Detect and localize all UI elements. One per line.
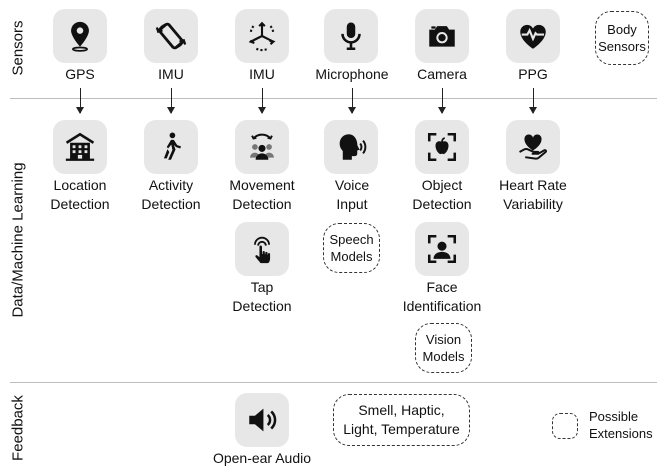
location-pin-icon bbox=[71, 21, 89, 52]
sensor-microphone-label: Microphone bbox=[315, 66, 389, 82]
ml-activity-label: Activity Detection bbox=[141, 177, 201, 212]
sensor-imu-label: IMU bbox=[158, 66, 184, 82]
sensor-ppg-label: PPG bbox=[518, 66, 548, 82]
tap-finger-icon bbox=[253, 236, 271, 264]
camera-icon bbox=[429, 26, 455, 47]
ml-object-tile bbox=[415, 120, 469, 174]
sensor-gps-label: GPS bbox=[65, 66, 95, 82]
ml-heart-label: Heart Rate Variability bbox=[499, 177, 567, 212]
microphone-icon bbox=[341, 22, 361, 51]
ml-object-label: Object Detection bbox=[412, 177, 472, 212]
extension-body-sensors: Body Sensors bbox=[595, 11, 649, 65]
extension-speech-models: Speech Models bbox=[323, 223, 380, 273]
apple-scan-icon bbox=[427, 132, 457, 162]
divider-sensors-ml bbox=[10, 98, 657, 99]
ml-movement-label: Movement Detection bbox=[229, 177, 295, 212]
ml-location-label: Location Detection bbox=[50, 177, 110, 212]
rotate-device-icon bbox=[155, 22, 187, 50]
ml-location-tile bbox=[53, 120, 107, 174]
ml-face-tile bbox=[415, 222, 469, 276]
legend-dashed-box bbox=[552, 413, 578, 439]
speaking-head-icon bbox=[339, 134, 367, 160]
people-movement-icon bbox=[249, 133, 275, 160]
extension-feedback-modalities: Smell, Haptic, Light, Temperature bbox=[333, 394, 470, 446]
ml-face-label: Face Identification bbox=[402, 279, 482, 314]
sensor-camera-tile bbox=[415, 9, 469, 63]
ml-voice-label: Voice Input bbox=[334, 177, 370, 212]
arrow-ppg bbox=[529, 88, 537, 114]
legend-label: Possible Extensions bbox=[589, 409, 653, 441]
arrow-camera bbox=[438, 88, 446, 114]
walking-person-icon bbox=[163, 132, 181, 160]
arrow-imu-2 bbox=[258, 88, 266, 114]
sensor-imu-axes-label: IMU bbox=[249, 66, 275, 82]
ml-movement-tile bbox=[235, 120, 289, 174]
face-scan-icon bbox=[427, 234, 457, 264]
speaker-icon bbox=[249, 408, 277, 432]
extension-vision-models: Vision Models bbox=[415, 323, 472, 373]
feedback-audio-label: Open-ear Audio bbox=[212, 450, 312, 466]
arrow-imu-1 bbox=[167, 88, 175, 114]
sensor-gps-tile bbox=[53, 9, 107, 63]
row-label-feedback: Feedback bbox=[9, 395, 27, 461]
arrow-microphone bbox=[348, 88, 356, 114]
building-icon bbox=[65, 132, 95, 161]
heart-hand-icon bbox=[519, 134, 547, 160]
ml-tap-label: Tap Detection bbox=[232, 279, 292, 314]
divider-ml-feedback bbox=[10, 382, 657, 383]
feedback-audio-tile bbox=[235, 393, 289, 447]
sensor-imu-axes-tile bbox=[235, 9, 289, 63]
ml-heart-tile bbox=[506, 120, 560, 174]
ml-voice-tile bbox=[324, 120, 378, 174]
sensor-microphone-tile bbox=[324, 9, 378, 63]
ml-tap-tile bbox=[235, 222, 289, 276]
axes-icon bbox=[248, 21, 276, 52]
sensor-ppg-tile bbox=[506, 9, 560, 63]
ml-activity-tile bbox=[144, 120, 198, 174]
heart-pulse-icon bbox=[520, 24, 546, 49]
sensor-camera-label: Camera bbox=[417, 66, 467, 82]
sensor-imu-tile bbox=[144, 9, 198, 63]
arrow-gps bbox=[76, 88, 84, 114]
